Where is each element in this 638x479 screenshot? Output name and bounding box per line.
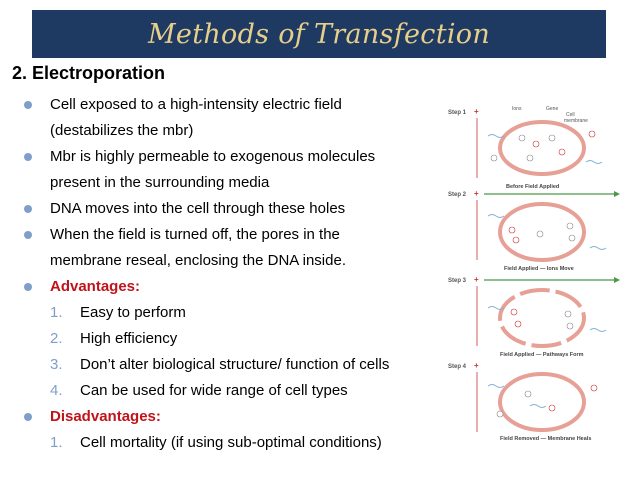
item-text: High efficiency (80, 330, 178, 347)
bullet-list: Cell exposed to a high-intensity electri… (0, 92, 440, 456)
bullet-text: membrane reseal, enclosing the DNA insid… (50, 252, 346, 269)
bullet-item: Mbr is highly permeable to exogenous mol… (0, 144, 440, 170)
step-caption: Field Applied — Ions Move (504, 266, 574, 272)
plus-icon: + (474, 189, 479, 198)
title-bar: Methods of Transfection (32, 10, 606, 58)
arrow-head-icon (614, 277, 620, 283)
bullet-continuation: present in the surrounding media (0, 170, 440, 196)
ion-icon (588, 130, 596, 138)
bullet-dot-icon (24, 283, 32, 291)
item-text: Easy to perform (80, 304, 186, 321)
ion-icon (548, 404, 556, 412)
advantage-item: 1. Easy to perform (0, 300, 440, 326)
item-number: 4. (50, 382, 63, 399)
ion-icon (590, 384, 598, 392)
item-text: Cell mortality (if using sub-optimal con… (80, 434, 382, 451)
step-caption: Field Applied — Pathways Form (500, 352, 584, 358)
bullet-text: present in the surrounding media (50, 174, 270, 191)
ion-icon (490, 154, 498, 162)
ion-icon (566, 222, 574, 230)
dna-icon (487, 306, 505, 310)
item-number: 3. (50, 356, 63, 373)
cell-ring (498, 202, 586, 262)
slide-title: Methods of Transfection (147, 18, 491, 50)
advantages-heading: Advantages: (0, 274, 440, 300)
bullet-text: (destabilizes the mbr) (50, 122, 194, 139)
ion-icon (566, 322, 574, 330)
disadvantage-item: 1. Cell mortality (if using sub-optimal c… (0, 430, 440, 456)
item-number: 1. (50, 434, 63, 451)
plus-icon: + (474, 275, 479, 284)
bullet-dot-icon (24, 231, 32, 239)
bullet-continuation: (destabilizes the mbr) (0, 118, 440, 144)
cell-ring (498, 120, 586, 176)
ion-icon (518, 134, 526, 142)
cell-ring (498, 372, 586, 432)
ions-label: Ions (512, 106, 522, 112)
step-label: Step 2 (448, 192, 467, 198)
dna-icon (589, 328, 607, 332)
bullet-text: Mbr is highly permeable to exogenous mol… (50, 148, 376, 165)
cell-ring (498, 288, 586, 348)
ion-icon (548, 134, 556, 142)
bullet-item: DNA moves into the cell through these ho… (0, 196, 440, 222)
dna-icon (529, 404, 547, 408)
dna-icon (585, 160, 603, 164)
step-panel-4: Step 4 + Field Removed — Membrane Heals (448, 361, 598, 442)
ion-icon (532, 140, 540, 148)
arrow-head-icon (614, 191, 620, 197)
ion-icon (568, 234, 576, 242)
ion-icon (536, 230, 544, 238)
step-panel-2: Step 2 + Field Applied — Ions Move (448, 189, 620, 272)
advantages-label: Advantages: (50, 278, 141, 295)
bullet-dot-icon (24, 101, 32, 109)
disadvantages-heading: Disadvantages: (0, 404, 440, 430)
step-panel-1: Step 1 + Ions Gene Cell membrane Before … (448, 106, 603, 190)
step-label: Step 4 (448, 364, 467, 370)
step-caption: Field Removed — Membrane Heals (500, 436, 591, 442)
dna-icon (487, 384, 505, 388)
ion-icon (496, 410, 504, 418)
ion-icon (564, 310, 572, 318)
step-caption: Before Field Applied (506, 184, 559, 190)
bullet-dot-icon (24, 205, 32, 213)
bullet-dot-icon (24, 153, 32, 161)
dna-icon (487, 134, 505, 138)
electroporation-diagram: Step 1 + Ions Gene Cell membrane Before … (448, 106, 620, 442)
step-label: Step 3 (448, 278, 467, 284)
ion-icon (510, 308, 518, 316)
cell-label: Cell (566, 112, 575, 118)
membrane-label: membrane (564, 118, 588, 124)
dna-icon (589, 246, 607, 250)
plus-icon: + (474, 361, 479, 370)
ion-icon (526, 154, 534, 162)
item-text: Can be used for wide range of cell types (80, 382, 348, 399)
ion-icon (508, 226, 516, 234)
bullet-continuation: membrane reseal, enclosing the DNA insid… (0, 248, 440, 274)
bullet-text: DNA moves into the cell through these ho… (50, 200, 346, 217)
step-label: Step 1 (448, 110, 467, 116)
disadvantages-label: Disadvantages: (50, 408, 161, 425)
gene-label: Gene (546, 106, 558, 112)
ion-icon (524, 390, 532, 398)
bullet-text: Cell exposed to a high-intensity electri… (50, 96, 342, 113)
step-panel-3: Step 3 + Field Applied — Pathways Form (448, 275, 620, 358)
ion-icon (514, 320, 522, 328)
dna-icon (487, 214, 505, 218)
item-number: 2. (50, 330, 63, 347)
item-text: Don’t alter biological structure/ functi… (80, 356, 390, 373)
bullet-item: Cell exposed to a high-intensity electri… (0, 92, 440, 118)
advantage-item: 2. High efficiency (0, 326, 440, 352)
bullet-item: When the field is turned off, the pores … (0, 222, 440, 248)
advantage-item: 3. Don’t alter biological structure/ func… (0, 352, 440, 378)
plus-icon: + (474, 107, 479, 116)
advantage-item: 4. Can be used for wide range of cell typ… (0, 378, 440, 404)
ion-icon (512, 236, 520, 244)
ion-icon (558, 148, 566, 156)
section-heading: 2. Electroporation (12, 63, 166, 83)
bullet-text: When the field is turned off, the pores … (50, 226, 340, 243)
bullet-dot-icon (24, 413, 32, 421)
item-number: 1. (50, 304, 63, 321)
